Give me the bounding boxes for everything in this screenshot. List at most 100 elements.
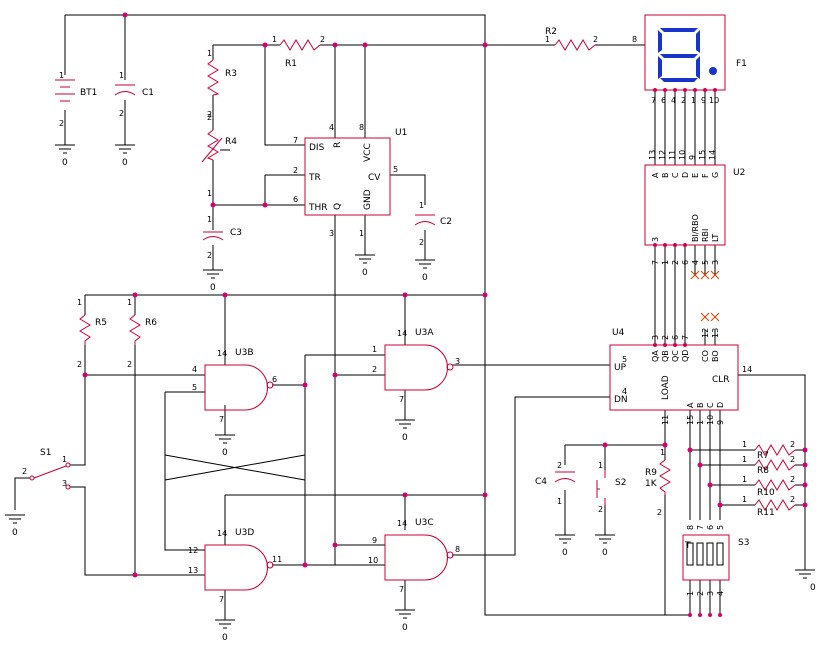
svg-text:1: 1 bbox=[742, 495, 747, 504]
top-rail-wire bbox=[65, 14, 690, 616]
svg-text:1: 1 bbox=[272, 35, 277, 44]
svg-text:1: 1 bbox=[545, 35, 550, 44]
svg-text:6: 6 bbox=[272, 375, 277, 384]
svg-text:U2: U2 bbox=[733, 168, 745, 178]
svg-text:F: F bbox=[701, 173, 710, 178]
svg-text:C4: C4 bbox=[535, 477, 547, 487]
svg-text:0: 0 bbox=[422, 273, 428, 283]
svg-text:8: 8 bbox=[632, 35, 637, 44]
svg-text:14: 14 bbox=[217, 529, 227, 538]
nand-gate-u3a: 12 3 147 U3A bbox=[372, 328, 460, 404]
svg-text:7: 7 bbox=[651, 96, 656, 105]
svg-text:1: 1 bbox=[419, 201, 424, 210]
svg-text:2: 2 bbox=[59, 119, 64, 128]
svg-text:1: 1 bbox=[59, 71, 64, 80]
svg-text:2: 2 bbox=[119, 109, 124, 118]
svg-text:R7: R7 bbox=[757, 451, 769, 461]
svg-text:1: 1 bbox=[660, 448, 665, 457]
svg-text:1: 1 bbox=[77, 298, 82, 307]
switch-s1: 2 1 3 S1 bbox=[22, 448, 71, 490]
svg-text:1: 1 bbox=[742, 475, 747, 484]
svg-text:3: 3 bbox=[62, 479, 67, 488]
svg-text:C3: C3 bbox=[230, 228, 242, 238]
cross-wire-2 bbox=[164, 454, 306, 481]
svg-text:10: 10 bbox=[709, 96, 719, 105]
svg-text:1: 1 bbox=[686, 591, 695, 596]
svg-text:2: 2 bbox=[22, 467, 27, 476]
svg-text:10: 10 bbox=[368, 556, 378, 565]
svg-text:2: 2 bbox=[696, 591, 705, 596]
svg-text:9: 9 bbox=[372, 536, 377, 545]
nand-gate-u3b: 45 6 147 U3B bbox=[192, 348, 277, 424]
svg-text:6: 6 bbox=[293, 195, 298, 204]
svg-text:E: E bbox=[691, 173, 700, 178]
svg-text:7: 7 bbox=[399, 585, 404, 594]
timer-u1: 7 2 6 4 8 5 3 1 DIS TR THR CV R VCC Q GN… bbox=[293, 123, 407, 238]
svg-text:7: 7 bbox=[651, 260, 660, 265]
svg-text:QC: QC bbox=[671, 350, 680, 362]
svg-text:2: 2 bbox=[372, 365, 377, 374]
svg-text:2: 2 bbox=[790, 495, 795, 504]
svg-text:BO: BO bbox=[711, 350, 720, 362]
svg-text:2: 2 bbox=[127, 360, 132, 369]
cv-wire bbox=[390, 174, 426, 205]
svg-text:6: 6 bbox=[661, 96, 666, 105]
svg-text:1: 1 bbox=[207, 49, 212, 58]
svg-text:2: 2 bbox=[790, 475, 795, 484]
svg-text:2: 2 bbox=[419, 238, 424, 247]
display-segments bbox=[658, 28, 717, 82]
svg-text:UP: UP bbox=[614, 363, 627, 373]
svg-text:1: 1 bbox=[742, 440, 747, 449]
svg-text:2: 2 bbox=[207, 110, 212, 119]
svg-text:2: 2 bbox=[671, 260, 680, 265]
svg-text:2: 2 bbox=[657, 508, 662, 517]
svg-text:11: 11 bbox=[668, 150, 677, 160]
svg-text:R11: R11 bbox=[757, 508, 775, 518]
svg-text:2: 2 bbox=[598, 505, 603, 514]
svg-text:T: T bbox=[684, 541, 691, 551]
svg-text:A: A bbox=[651, 172, 660, 178]
svg-text:12: 12 bbox=[188, 546, 198, 555]
svg-text:U3A: U3A bbox=[415, 328, 434, 338]
svg-text:13: 13 bbox=[188, 566, 198, 575]
svg-text:1: 1 bbox=[598, 461, 603, 470]
svg-text:1: 1 bbox=[696, 420, 705, 425]
svg-text:2: 2 bbox=[320, 35, 325, 44]
svg-text:7: 7 bbox=[696, 525, 705, 530]
svg-text:6: 6 bbox=[671, 335, 680, 340]
svg-text:3: 3 bbox=[706, 591, 715, 596]
svg-text:R9: R9 bbox=[645, 468, 657, 478]
svg-text:11: 11 bbox=[272, 555, 282, 564]
svg-text:12: 12 bbox=[701, 328, 710, 338]
svg-text:CV: CV bbox=[368, 173, 381, 183]
svg-text:15: 15 bbox=[698, 150, 707, 160]
potentiometer-r4: 21 R4 bbox=[201, 113, 237, 198]
svg-text:R8: R8 bbox=[757, 466, 769, 476]
svg-text:1K: 1K bbox=[645, 479, 658, 489]
svg-text:QA: QA bbox=[651, 350, 660, 362]
nand-gate-u3c: 910 8 147 U3C bbox=[368, 518, 460, 594]
svg-text:2: 2 bbox=[593, 35, 598, 44]
svg-text:2: 2 bbox=[207, 251, 212, 260]
svg-text:C: C bbox=[706, 402, 715, 408]
resistor-r3: 12 R3 bbox=[207, 49, 237, 119]
svg-text:2: 2 bbox=[557, 461, 562, 470]
svg-text:LOAD: LOAD bbox=[661, 375, 671, 400]
svg-text:3: 3 bbox=[329, 229, 334, 238]
pushbutton-s2: 12 S2 bbox=[596, 461, 626, 514]
svg-text:BI/RBO: BI/RBO bbox=[691, 214, 700, 242]
no-connect-marks bbox=[690, 270, 720, 322]
svg-text:7: 7 bbox=[399, 395, 404, 404]
svg-text:8: 8 bbox=[455, 545, 460, 554]
svg-text:U1: U1 bbox=[395, 128, 407, 138]
s1-top-wire bbox=[70, 345, 86, 466]
junction-dots bbox=[82, 12, 808, 617]
svg-text:2: 2 bbox=[207, 113, 212, 122]
svg-text:13: 13 bbox=[711, 328, 720, 338]
svg-text:U4: U4 bbox=[612, 328, 625, 338]
svg-text:TR: TR bbox=[308, 173, 321, 183]
